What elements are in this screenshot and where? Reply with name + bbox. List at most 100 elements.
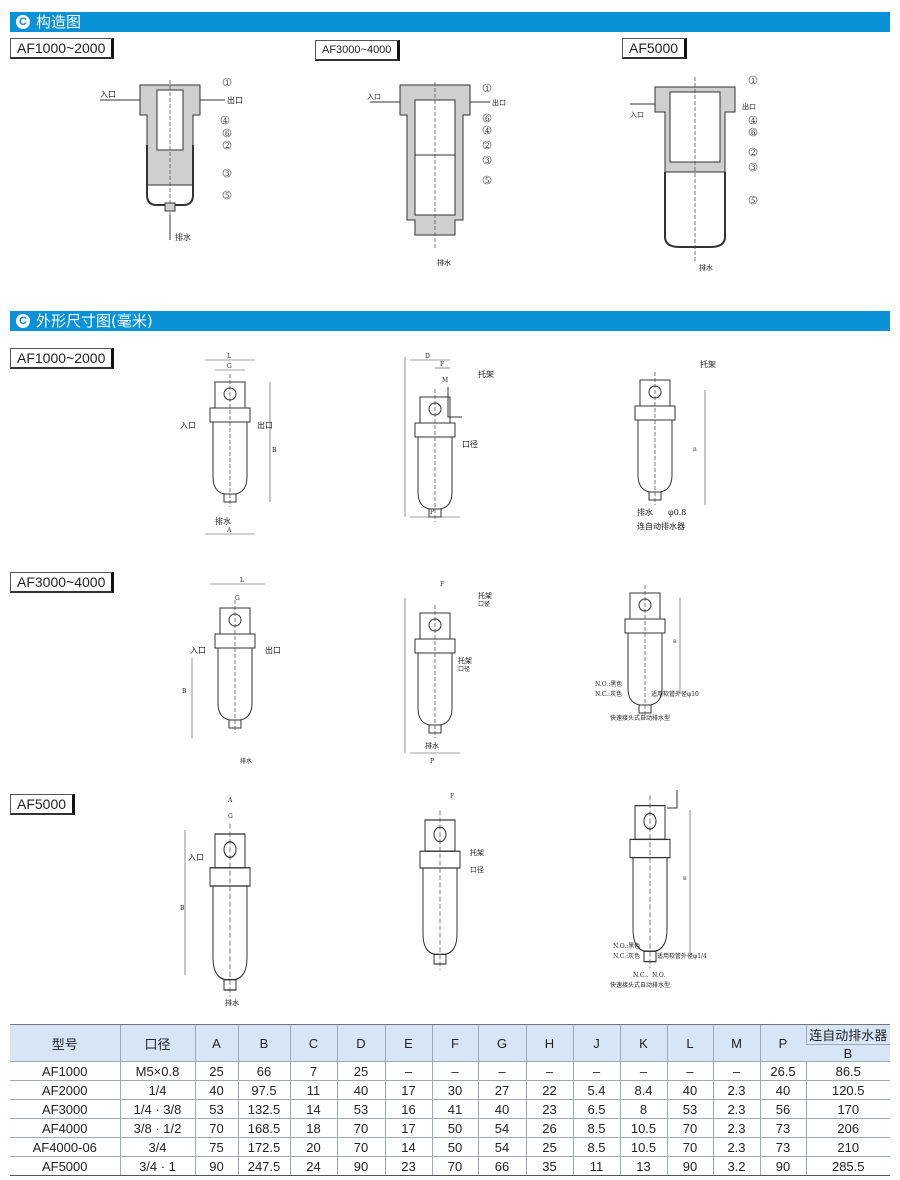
table-cell: 206	[805, 1118, 890, 1138]
bracket-label: 托架	[478, 369, 494, 379]
table-cell: 53	[336, 1099, 385, 1119]
model-label: AF1000~2000	[10, 38, 115, 59]
table-cell: 247.5	[237, 1156, 290, 1176]
table-cell: 11	[572, 1156, 620, 1176]
section-c-icon: C	[16, 15, 30, 29]
outlet-label: 出口	[492, 98, 506, 107]
table-cell: 54	[477, 1118, 526, 1138]
table-cell: 11	[289, 1080, 337, 1100]
table-cell: –	[431, 1061, 478, 1081]
table-cell: 3/4	[119, 1137, 195, 1157]
table-header: D	[336, 1024, 385, 1062]
drawing-label: 1	[225, 79, 229, 87]
drawing-label: L	[227, 353, 231, 360]
outlet-label: 出口	[742, 102, 756, 111]
outlet-label: 出口	[227, 95, 243, 105]
table-cell: 66	[477, 1156, 526, 1176]
drawing-label: 5	[485, 177, 489, 185]
table-header-auto-drain: 连自动排水器	[805, 1024, 890, 1045]
table-cell: –	[525, 1061, 573, 1081]
dimension-front-af3000: L G 入口 出口 B 排水	[182, 577, 281, 765]
table-cell: 40	[194, 1080, 238, 1100]
port-label: 口径	[462, 439, 478, 449]
drain-label: 排水	[437, 258, 451, 267]
nc-no-label: N.C.、N.O.	[633, 972, 665, 979]
model-label: AF5000	[622, 38, 688, 59]
table-header: M	[712, 1024, 760, 1062]
drawing-label: B	[180, 905, 185, 912]
table-cell: 25	[336, 1061, 385, 1081]
table-cell: 170	[805, 1099, 890, 1119]
model-label: AF3000~4000	[315, 40, 401, 61]
table-cell: 120.5	[805, 1080, 890, 1100]
table-cell: 8	[619, 1099, 667, 1119]
table-cell: 18	[289, 1118, 337, 1138]
outlet-label: 出口	[265, 645, 281, 655]
drain-label: 排水	[425, 741, 439, 750]
table-cell: 70	[431, 1156, 478, 1176]
inlet-label: 入口	[180, 421, 196, 430]
table-cell: 53	[194, 1099, 238, 1119]
table-cell: 50	[431, 1118, 478, 1138]
table-cell: 40	[477, 1099, 526, 1119]
table-cell: 10.5	[619, 1118, 667, 1138]
table-header: 口径	[119, 1024, 195, 1062]
table-cell: 132.5	[237, 1099, 290, 1119]
drawing-label: 1	[485, 85, 489, 93]
drawing-label: 2	[225, 142, 229, 150]
table-cell: 6.5	[572, 1099, 620, 1119]
bracket-label: 托架	[458, 656, 472, 665]
table-cell: 56	[759, 1099, 806, 1119]
dimension-autodrain-af3000: B N.O.:黑色 N.C.:灰色 适用软管外径φ10 快速接头式自动排水型	[595, 584, 699, 722]
table-cell: 41	[431, 1099, 478, 1119]
table-header: E	[384, 1024, 432, 1062]
table-header: P	[759, 1024, 806, 1062]
table-cell: 2.3	[712, 1099, 760, 1119]
drawing-label: B	[693, 447, 697, 453]
table-cell: AF4000	[10, 1118, 120, 1138]
dimension-side-af3000: F 托架 口径 托架 口径 排水 P	[404, 581, 492, 765]
table-cell: 70	[336, 1118, 385, 1138]
table-cell: 50	[431, 1137, 478, 1157]
table-cell: 3.2	[712, 1156, 760, 1176]
bracket-label: 托架	[700, 359, 716, 369]
no-label: N.O.:黑色	[595, 680, 622, 688]
hose-label: 适用软管外径φ1/4	[657, 952, 707, 960]
table-cell: 8.5	[572, 1137, 620, 1157]
table-cell: 35	[525, 1156, 573, 1176]
drawing-label: 3	[485, 157, 489, 165]
drain-label: 排水	[699, 263, 713, 272]
drawing-label: P	[430, 509, 434, 516]
dimension-side-af1000: D F M 托架 口径 P	[404, 353, 494, 523]
drawing-label: 6	[225, 130, 230, 138]
table-cell: 2.3	[712, 1137, 760, 1157]
table-cell: 17	[384, 1080, 432, 1100]
table-cell: 1/4	[119, 1080, 195, 1100]
table-cell: 90	[666, 1156, 713, 1176]
table-cell: 24	[289, 1156, 337, 1176]
table-cell: 3/4 · 1	[119, 1156, 195, 1176]
table-cell: AF3000	[10, 1099, 120, 1119]
table-cell: 30	[431, 1080, 478, 1100]
table-cell: 14	[289, 1099, 337, 1119]
model-label: AF5000	[10, 794, 76, 815]
structure-drawing-af1000: 入口 出口 排水 1 4 6 2 3 5	[100, 77, 243, 242]
table-header: G	[477, 1024, 526, 1062]
drawing-label: 3	[751, 164, 755, 172]
table-cell: –	[619, 1061, 667, 1081]
inlet-label: 入口	[100, 90, 116, 99]
table-cell: 2.3	[712, 1080, 760, 1100]
outlet-label: 出口	[257, 420, 273, 430]
dimension-autodrain-af1000: B 托架 φ0.8 排水 连自动排水器	[634, 359, 716, 531]
table-header: F	[431, 1024, 478, 1062]
drawing-label: B	[673, 639, 677, 645]
table-cell: 40	[759, 1080, 806, 1100]
table-cell: 26.5	[759, 1061, 806, 1081]
model-label: AF1000~2000	[10, 348, 115, 369]
